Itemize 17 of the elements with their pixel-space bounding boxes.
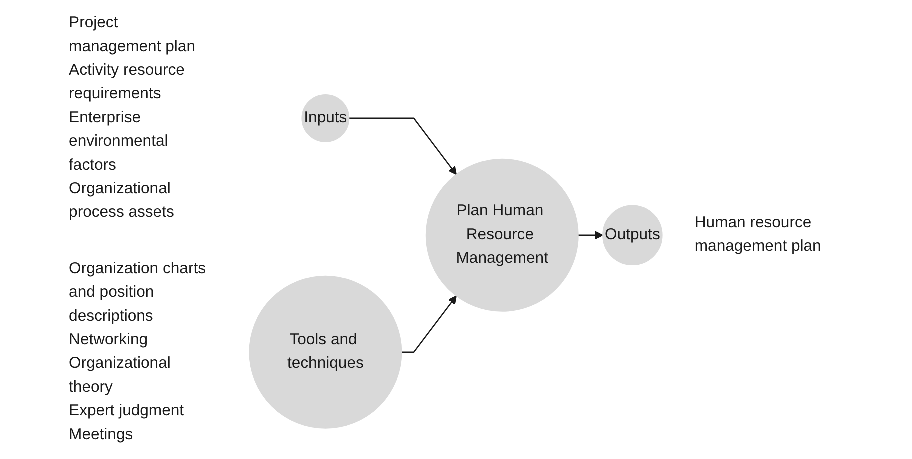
node-circle: Tools and techniques xyxy=(249,276,402,429)
arrow xyxy=(578,231,604,240)
node-label: Expert judgment xyxy=(69,402,184,420)
node-circle: Outputs xyxy=(602,205,663,266)
node-label: Meetings xyxy=(69,426,134,444)
node-label: Organizational theory xyxy=(69,355,171,396)
node-label: Project management plan xyxy=(69,14,196,56)
node-circle: Plan Human Resource Management xyxy=(426,158,579,312)
node-circle: Inputs xyxy=(302,94,350,142)
node-label: Networking xyxy=(69,332,148,348)
node-label: Enterprise environmental factors xyxy=(69,110,168,174)
node-label: Organizational process assets xyxy=(69,180,174,222)
node-label: Activity resource requirements xyxy=(69,62,185,103)
node-label: Human resource management plan xyxy=(694,214,822,256)
node-label: Organization charts and position descriptions xyxy=(69,260,206,325)
arrow xyxy=(349,118,457,176)
arrow xyxy=(402,296,457,354)
